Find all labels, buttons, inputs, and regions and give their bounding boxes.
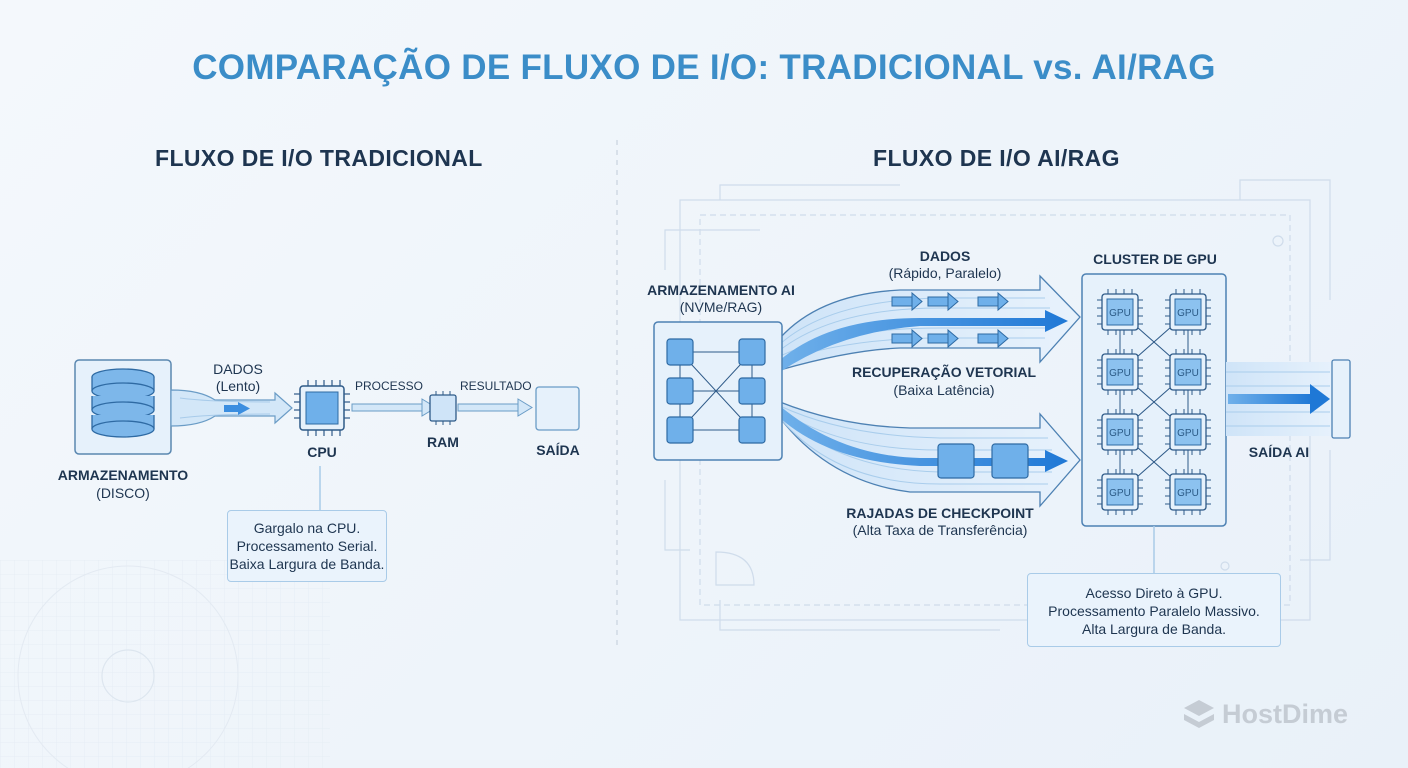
trad-storage-label: ARMAZENAMENTO xyxy=(57,467,189,483)
gpu-chip-label: GPU xyxy=(1109,428,1131,439)
brand-logo-text: HostDime xyxy=(1222,699,1349,729)
ai-note-line-3: Alta Largura de Banda. xyxy=(1082,621,1226,637)
vector-retrieval-label: RECUPERAÇÃO VETORIAL xyxy=(851,364,1037,380)
ai-storage-icon xyxy=(653,321,783,461)
result-label: RESULTADO xyxy=(460,379,532,393)
ram-chip-icon xyxy=(429,391,457,425)
ai-output-icon xyxy=(1331,359,1351,439)
ai-flow-graphic: GPU GPU GPU GPU GPU GPU GPU GPU xyxy=(653,273,1351,527)
ram-label: RAM xyxy=(427,434,459,450)
ai-note: Acesso Direto à GPU. Processamento Paral… xyxy=(1027,573,1281,647)
ai-storage-sub: (NVMe/RAG) xyxy=(679,299,763,315)
ai-data-sub: (Rápido, Paralelo) xyxy=(888,265,1002,281)
gpu-chip-icon: GPU xyxy=(1097,289,1143,335)
cpu-label: CPU xyxy=(307,444,337,460)
vector-retrieval-sub: (Baixa Latência) xyxy=(893,382,995,398)
gpu-chip-label: GPU xyxy=(1109,488,1131,499)
checkpoint-sub: (Alta Taxa de Transferência) xyxy=(852,522,1028,538)
ai-note-connector xyxy=(1153,526,1155,574)
ai-data-label: DADOS xyxy=(919,248,971,264)
ai-output-label: SAÍDA AI xyxy=(1248,444,1310,460)
gpu-cluster-label: CLUSTER DE GPU xyxy=(1093,251,1217,267)
gpu-chip-label: GPU xyxy=(1177,368,1199,379)
trad-note-connector xyxy=(319,466,321,512)
gpu-chip-label: GPU xyxy=(1177,308,1199,319)
gpu-chip-icon: GPU xyxy=(1097,349,1143,395)
trad-output-label: SAÍDA xyxy=(536,442,580,458)
gpu-chip-icon: GPU xyxy=(1165,289,1211,335)
gpu-chip-label: GPU xyxy=(1109,368,1131,379)
traditional-flow-graphic xyxy=(74,359,580,455)
trad-note-line-1: Gargalo na CPU. xyxy=(253,520,361,536)
gpu-chip-icon: GPU xyxy=(1165,349,1211,395)
lower-checkpoint-stream xyxy=(779,401,1081,508)
trad-note-line-2: Processamento Serial. xyxy=(236,538,378,554)
gpu-chip-icon: GPU xyxy=(1097,469,1143,515)
process-label: PROCESSO xyxy=(355,379,424,393)
ai-storage-label: ARMAZENAMENTO AI xyxy=(647,282,795,298)
gpu-chip-label: GPU xyxy=(1177,428,1199,439)
cpu-chip-icon xyxy=(294,380,350,436)
ai-subtitle: FLUXO DE I/O AI/RAG xyxy=(873,145,1120,171)
page-title: COMPARAÇÃO DE FLUXO DE I/O: TRADICIONAL … xyxy=(192,48,1216,87)
gpu-chip-icon: GPU xyxy=(1097,409,1143,455)
trad-storage-sub: (DISCO) xyxy=(96,485,150,501)
disk-storage-icon xyxy=(74,359,172,455)
trad-data-label: DADOS xyxy=(213,361,263,377)
traditional-subtitle: FLUXO DE I/O TRADICIONAL xyxy=(155,145,483,171)
gpu-chip-icon: GPU xyxy=(1165,409,1211,455)
output-box-icon xyxy=(535,386,580,431)
trad-note-line-3: Baixa Largura de Banda. xyxy=(229,556,385,572)
gpu-chip-icon: GPU xyxy=(1165,469,1211,515)
trad-data-sub: (Lento) xyxy=(215,378,261,394)
checkpoint-label: RAJADAS DE CHECKPOINT xyxy=(846,505,1034,521)
gpu-chip-label: GPU xyxy=(1177,488,1199,499)
traditional-note: Gargalo na CPU. Processamento Serial. Ba… xyxy=(227,510,387,582)
gpu-chip-label: GPU xyxy=(1109,308,1131,319)
ai-note-line-2: Processamento Paralelo Massivo. xyxy=(1048,603,1260,619)
ai-note-line-1: Acesso Direto à GPU. xyxy=(1085,585,1223,601)
